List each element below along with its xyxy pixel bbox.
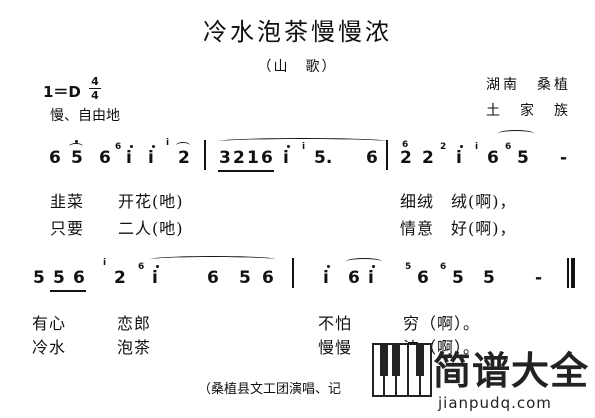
note: 6 [487,148,499,168]
grace-note: 6 [505,142,512,152]
note: 2 [400,148,412,168]
note: i [368,268,374,288]
note: 6 [73,268,85,288]
fermata-arc [69,143,83,150]
underline [50,290,86,292]
note: i [148,148,154,168]
note: i [456,148,462,168]
note: 6 [261,148,273,168]
barline [386,140,388,170]
note: 5 [53,268,65,288]
note: 6 [99,148,111,168]
lyric-verse-3-b: 不怕 穷（啊）。 [318,314,481,333]
time-signature: 4 4 [89,76,101,101]
meter-bottom: 4 [91,89,99,102]
note: 6 [49,148,61,168]
dash: - [535,268,543,288]
note: 6 [366,148,378,168]
note: 5. [314,148,333,168]
octave-dot [156,265,159,268]
grace-note: i [302,142,306,152]
tempo-marking: 慢、自由地 [50,108,120,124]
song-genre: （山 歌） [257,59,338,75]
note: 2 [233,148,245,168]
dash: - [560,148,568,168]
piano-keys-icon [372,343,432,397]
note: 6 [417,268,429,288]
octave-dot [130,145,133,148]
grace-note: 6 [440,262,447,272]
note: 6 [348,268,360,288]
lyric-verse-1-a: 韭菜 开花(吔) [50,192,184,211]
watermark-url[interactable]: jianpudq.com [438,394,552,412]
note: 5 [71,148,83,168]
slur-arc [218,138,388,145]
octave-dot [372,265,375,268]
note: 5 [517,148,529,168]
octave-dot [287,145,290,148]
note: 2 [422,148,434,168]
meter-line [89,88,101,89]
lyric-verse-4-a: 冷水 泡茶 [32,338,152,357]
note: 5 [239,268,251,288]
watermark-name: 简谱大全 [433,349,590,393]
grace-note: 5 [405,262,412,272]
note: i [323,268,329,288]
note: 6 [262,268,274,288]
note: 2 [114,268,126,288]
grace-note: 6 [138,262,145,272]
lyric-verse-2-a: 只要 二人(吔) [50,219,184,238]
meter-top: 4 [91,75,99,88]
note: 5 [33,268,45,288]
note: i [126,148,132,168]
grace-note: i [475,142,479,152]
slur-arc [346,258,382,265]
note: 5 [483,268,495,288]
fermata-dot [75,140,78,143]
grace-note: 6 [115,142,122,152]
barline [292,258,294,288]
lyric-verse-1-b: 细绒 绒(啊)， [400,192,517,211]
note: 6 [207,268,219,288]
final-barline-thin [567,258,569,288]
octave-dot [460,145,463,148]
barline [204,140,206,170]
underline [218,170,274,172]
slur-arc [150,256,276,263]
lyric-verse-3-a: 有心 恋郎 [32,314,152,333]
fermata-arc [176,142,190,149]
note: i [283,148,289,168]
octave-dot [152,145,155,148]
song-title: 冷水泡茶慢慢浓 [203,18,392,46]
octave-dot [327,265,330,268]
lyric-verse-2-b: 情意 好(啊)， [400,219,517,238]
credit-line: （桑植县文工团演唱、记 [198,382,342,397]
note: 3 [219,148,231,168]
slur-arc [498,130,534,137]
origin-ethnicity: 土 家 族 [486,103,571,119]
grace-note: 6 [402,140,409,150]
grace-note: i [166,138,170,148]
note: i [152,268,158,288]
grace-note: 2 [440,142,447,152]
note: 5 [452,268,464,288]
final-barline-thick [571,258,575,288]
note: 2 [178,148,190,168]
origin-region: 湖南 桑植 [486,77,571,93]
key-signature: 1＝D [43,83,81,101]
grace-note: i [103,258,107,268]
note: 1 [247,148,259,168]
